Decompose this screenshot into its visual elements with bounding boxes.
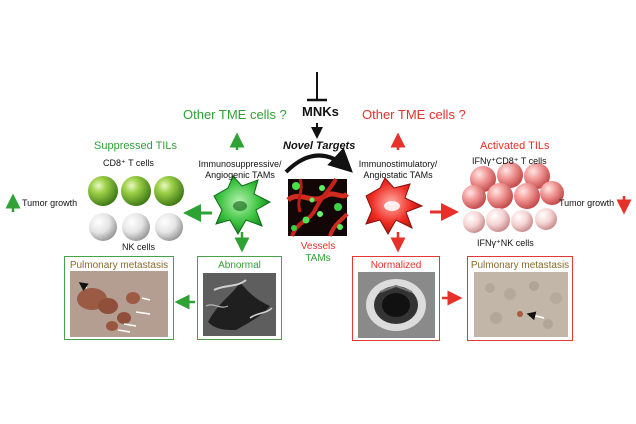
normalized-vessel-image bbox=[358, 272, 435, 338]
right-other-tme-cells: Other TME cells ? bbox=[362, 107, 466, 122]
abnormal-vessel-image bbox=[203, 273, 276, 336]
cd8-t-cells-suppressed bbox=[88, 176, 184, 206]
nk-cells-activated bbox=[463, 208, 557, 233]
curved-arrow bbox=[284, 147, 353, 174]
abnormal-vessel-box: Abnormal bbox=[197, 256, 282, 340]
normalized-vessel-title: Normalized bbox=[370, 260, 422, 271]
tumor-growth-label-left: Tumor growth bbox=[22, 198, 78, 208]
vessels-label: Vessels bbox=[300, 241, 336, 252]
inhibition-symbol bbox=[307, 72, 327, 102]
suppressed-tils-title: Suppressed TILs bbox=[94, 140, 177, 152]
cd8-t-cells-activated bbox=[462, 162, 564, 209]
suppressive-tam-label-2: Angiogenic TAMs bbox=[205, 170, 275, 180]
left-metastasis-image bbox=[70, 271, 168, 337]
left-metastasis-box: Pulmonary metastasis bbox=[64, 256, 174, 340]
abnormal-vessel-title: Abnormal bbox=[218, 260, 261, 271]
activated-tils-title: Activated TILs bbox=[480, 140, 550, 152]
nk-cells-suppressed bbox=[89, 213, 183, 241]
novel-targets-label: Novel Targets bbox=[283, 140, 356, 152]
nk-cells-label-right: IFNγ⁺NK cells bbox=[477, 238, 534, 248]
right-metastasis-title: Pulmonary metastasis bbox=[470, 260, 570, 271]
left-metastasis-title: Pulmonary metastasis bbox=[69, 260, 169, 271]
stimulatory-tam-label-2: Angiostatic TAMs bbox=[363, 170, 433, 180]
mnks-label: MNKs bbox=[302, 104, 339, 119]
cd8-t-cells-label-left: CD8⁺ T cells bbox=[103, 158, 154, 168]
stimulatory-tam-label-1: Immunostimulatory/ bbox=[358, 159, 438, 169]
suppressive-tam-label-1: Immunosuppressive/ bbox=[198, 159, 282, 169]
normalized-vessel-box: Normalized bbox=[352, 256, 440, 341]
left-other-tme-cells: Other TME cells ? bbox=[183, 107, 287, 122]
vessels-tams-micrograph bbox=[286, 178, 349, 237]
nk-cells-label-left: NK cells bbox=[122, 242, 156, 252]
right-metastasis-box: Pulmonary metastasis bbox=[467, 256, 573, 341]
right-metastasis-image bbox=[474, 272, 568, 337]
tumor-growth-label-right: Tumor growth bbox=[559, 198, 615, 208]
cd8-t-cells-label-right: IFNγ⁺CD8⁺ T cells bbox=[472, 156, 547, 166]
tams-label: TAMs bbox=[305, 253, 331, 264]
